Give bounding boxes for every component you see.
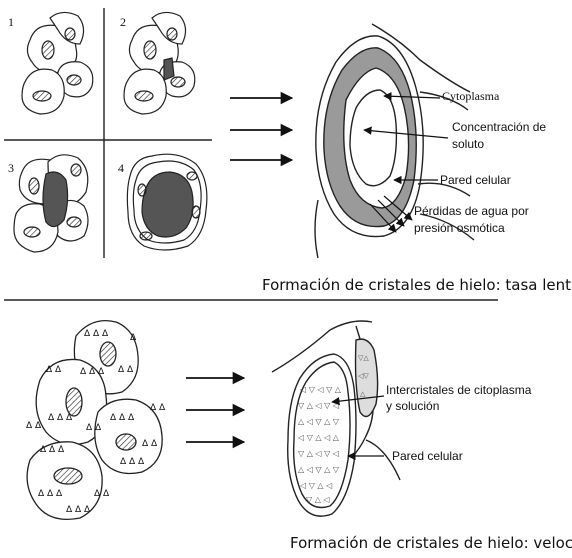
caption-fast-freezing: Formación de cristales de hielo: velocid… bbox=[290, 534, 572, 552]
svg-text:△ ◁ ▽ △ ▽: △ ◁ ▽ △ ▽ bbox=[298, 465, 340, 474]
svg-text:ᐃ ᐃ ᐃ: ᐃ ᐃ ᐃ bbox=[66, 505, 91, 515]
quadrant-1-cells bbox=[22, 12, 93, 114]
svg-text:△ ◁ ▽ △ ▽: △ ◁ ▽ △ ▽ bbox=[298, 417, 340, 426]
svg-text:▽△: ▽△ bbox=[358, 354, 369, 362]
label-water-loss-line1: Pérdidas de agua por bbox=[414, 204, 529, 218]
svg-text:△: △ bbox=[360, 390, 366, 398]
svg-text:▽ △ ◁ ▽ ◁: ▽ △ ◁ ▽ ◁ bbox=[298, 449, 339, 458]
svg-text:ᐃ ᐃ ᐃ: ᐃ ᐃ ᐃ bbox=[110, 413, 135, 423]
svg-text:ᐃ ᐃ: ᐃ ᐃ bbox=[86, 423, 102, 433]
svg-text:ᐃ: ᐃ bbox=[130, 333, 137, 343]
bottom-process-arrows bbox=[186, 378, 244, 442]
quadrant-2-cells bbox=[124, 12, 195, 114]
top-process-arrows bbox=[230, 98, 292, 160]
svg-text:ᐃ ᐃ ᐃ: ᐃ ᐃ ᐃ bbox=[120, 457, 145, 467]
svg-text:ᐃ ᐃ ᐃ: ᐃ ᐃ ᐃ bbox=[48, 413, 73, 423]
svg-text:ᐃ ᐃ ᐃ: ᐃ ᐃ ᐃ bbox=[80, 367, 105, 377]
svg-text:◁ ▽ △ ◁ △: ◁ ▽ △ ◁ △ bbox=[297, 433, 340, 442]
svg-text:ᐃ ᐃ ᐃ: ᐃ ᐃ ᐃ bbox=[84, 329, 109, 339]
svg-text:ᐃ ᐃ ᐃ: ᐃ ᐃ ᐃ bbox=[38, 489, 63, 499]
quadrant-3-cells bbox=[14, 155, 88, 252]
svg-text:◁ ▽ △ ◁: ◁ ▽ △ ◁ bbox=[299, 481, 332, 490]
svg-text:◁ ▽ ◁ ▽ △: ◁ ▽ ◁ ▽ △ bbox=[299, 385, 342, 394]
label-cell-wall-bottom: Pared celular bbox=[392, 449, 463, 463]
label-cell-wall-top: Pared celular bbox=[440, 173, 511, 187]
svg-text:ᐃ ᐃ: ᐃ ᐃ bbox=[94, 489, 110, 499]
label-intercrystals-line1: Intercristales de citoplasma bbox=[386, 383, 532, 397]
svg-text:ᐃ ᐃ ᐃ: ᐃ ᐃ ᐃ bbox=[40, 445, 65, 455]
svg-text:ᐃ ᐃ: ᐃ ᐃ bbox=[150, 403, 166, 413]
caption-slow-freezing: Formación de cristales de hielo: tasa le… bbox=[262, 276, 572, 294]
svg-text:◁▽: ◁▽ bbox=[358, 372, 369, 380]
quadrant-4-number: 4 bbox=[118, 161, 124, 175]
svg-text:ᐃ ᐃ: ᐃ ᐃ bbox=[118, 365, 134, 375]
label-intercrystals-line2: y solución bbox=[386, 399, 439, 413]
svg-text:ᐃ ᐃ: ᐃ ᐃ bbox=[46, 365, 62, 375]
quadrant-1-number: 1 bbox=[8, 15, 14, 29]
quadrant-2-number: 2 bbox=[120, 15, 126, 29]
svg-text:ᐃ ᐃ: ᐃ ᐃ bbox=[142, 439, 158, 449]
svg-text:ᐃ ᐃ: ᐃ ᐃ bbox=[26, 421, 42, 431]
label-cytoplasm: Cytoplasma bbox=[442, 89, 500, 103]
label-solute-concentration-line1: Concentración de bbox=[452, 120, 546, 134]
quadrant-4-cells bbox=[127, 154, 207, 250]
label-water-loss-line2: presión osmótica bbox=[414, 221, 505, 235]
quadrant-3-number: 3 bbox=[8, 161, 14, 175]
svg-text:▽ △ ◁: ▽ △ ◁ bbox=[306, 495, 330, 504]
label-solute-concentration-line2: soluto bbox=[452, 137, 484, 151]
